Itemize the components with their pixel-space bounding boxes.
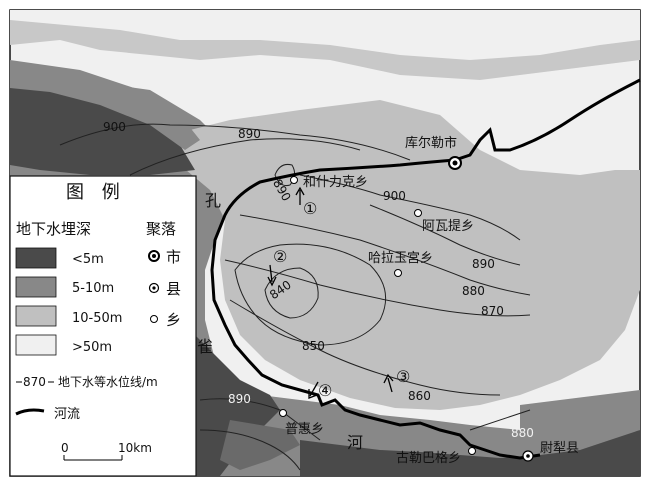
isoline-890-upper bbox=[129, 138, 361, 176]
legend-depth-heading: 地下水埋深 bbox=[16, 220, 91, 238]
isoline-880 bbox=[239, 214, 531, 296]
isoline-label-900-b: 900 bbox=[383, 189, 406, 203]
scale-end: 10km bbox=[118, 441, 152, 455]
isoline-label-850: 850 bbox=[302, 339, 325, 353]
township-awati bbox=[414, 209, 422, 217]
label-gulebage: 古勒巴格乡 bbox=[396, 450, 461, 466]
settlements bbox=[279, 156, 534, 462]
label-yuli: 尉犁县 bbox=[540, 441, 579, 456]
legend-label-5-10m: 5-10m bbox=[72, 281, 114, 296]
legend-title: 图 例 bbox=[66, 182, 126, 203]
isoline-860 bbox=[229, 299, 501, 396]
zone-top-light bbox=[10, 10, 640, 60]
isoline-840 bbox=[264, 267, 319, 319]
isoline-890-right bbox=[369, 204, 521, 266]
legend-swatch-gt50m bbox=[15, 334, 57, 356]
label-halayuqun: 哈拉玉宫乡 bbox=[368, 251, 433, 266]
flow-arrow-2-head bbox=[267, 276, 277, 287]
label-korla: 库尔勒市 bbox=[405, 135, 457, 151]
river-name-char-3: 河 bbox=[347, 433, 363, 452]
flow-arrow-1-head bbox=[295, 186, 305, 196]
isoline-label-880-b: 880 bbox=[511, 426, 534, 440]
legend-settlement-heading: 聚落 bbox=[146, 220, 176, 238]
zone-lt5m-lower-left bbox=[180, 330, 280, 476]
legend-label-10-50m: 10-50m bbox=[72, 311, 122, 326]
zone-lt5m-bottom bbox=[300, 430, 640, 476]
label-heshilike: 和什力克乡 bbox=[303, 175, 368, 190]
flow-arrow-4 bbox=[309, 381, 319, 397]
legend-box bbox=[9, 175, 197, 477]
township-heshilike bbox=[290, 176, 298, 184]
scale-start: 0 bbox=[61, 441, 69, 455]
legend-city-label: 市 bbox=[166, 248, 181, 266]
isoline-label-870: 870 bbox=[481, 304, 504, 318]
river-name-char-1: 孔 bbox=[205, 191, 221, 210]
isoline-label-890-c: 890 bbox=[228, 392, 251, 406]
isoline-870 bbox=[224, 259, 531, 317]
zone-5-10m-upper bbox=[10, 60, 200, 150]
flow-arrow-2 bbox=[269, 264, 273, 283]
marker-2: ② bbox=[273, 247, 287, 266]
isoline-900-upper bbox=[59, 123, 411, 161]
zone-lt5m-mid bbox=[220, 420, 300, 470]
isoline-label-890-a: 890 bbox=[238, 127, 261, 141]
river-kongque bbox=[210, 78, 641, 460]
marker-3: ③ bbox=[396, 367, 410, 386]
legend-swatch-10-50m bbox=[15, 305, 57, 327]
river-name-char-2: 雀 bbox=[197, 337, 213, 356]
legend-swatch-lt5m bbox=[15, 247, 57, 269]
legend-swatch-5-10m bbox=[15, 276, 57, 298]
zone-lt5m-upper bbox=[10, 85, 195, 175]
isoline-890-bottom bbox=[199, 429, 301, 471]
isoline-900-right bbox=[299, 174, 521, 241]
isoline-890-lower bbox=[199, 398, 321, 441]
isoline-label-900-a: 900 bbox=[103, 120, 126, 134]
flow-arrow-4-head bbox=[308, 389, 318, 399]
legend-river-symbol bbox=[15, 408, 45, 416]
label-puhui: 普惠乡 bbox=[285, 422, 324, 437]
marker-1: ① bbox=[303, 199, 317, 218]
legend-county-label: 县 bbox=[166, 280, 181, 298]
zone-5-10m-right bbox=[520, 390, 640, 442]
legend-label-gt50m: >50m bbox=[72, 340, 112, 355]
legend-river-label: 河流 bbox=[54, 407, 80, 422]
flow-arrow-3-head bbox=[383, 373, 394, 384]
legend-township-label: 乡 bbox=[166, 311, 181, 329]
legend: 图 例 地下水埋深 聚落 <5m 5-10m 10-50m >50m 市 县 乡… bbox=[9, 175, 197, 477]
city-symbol-korla-dot bbox=[452, 160, 458, 166]
isoline-label-890-b: 890 bbox=[472, 257, 495, 271]
legend-township-symbol bbox=[150, 315, 158, 323]
township-puhui bbox=[279, 409, 287, 417]
township-halayuqun bbox=[394, 269, 402, 277]
flow-arrows bbox=[267, 186, 394, 399]
label-awati: 阿瓦提乡 bbox=[422, 218, 474, 234]
legend-isoline-label: 地下水等水位线/m bbox=[58, 374, 158, 389]
isoline-850 bbox=[234, 243, 387, 346]
marker-4: ④ bbox=[318, 381, 332, 400]
township-gulebage bbox=[468, 447, 476, 455]
county-symbol-yuli-dot bbox=[526, 454, 530, 458]
legend-label-lt5m: <5m bbox=[72, 252, 104, 267]
isoline-label-880: 880 bbox=[462, 284, 485, 298]
flow-arrow-3 bbox=[387, 377, 393, 393]
legend-county-symbol-dot bbox=[152, 286, 156, 290]
isoline-label-860: 860 bbox=[408, 389, 431, 403]
isolines bbox=[59, 123, 531, 471]
isoline-880-right bbox=[469, 409, 531, 431]
legend-isoline-sample-value: 870 bbox=[23, 375, 46, 389]
legend-city-symbol-dot bbox=[152, 254, 156, 258]
